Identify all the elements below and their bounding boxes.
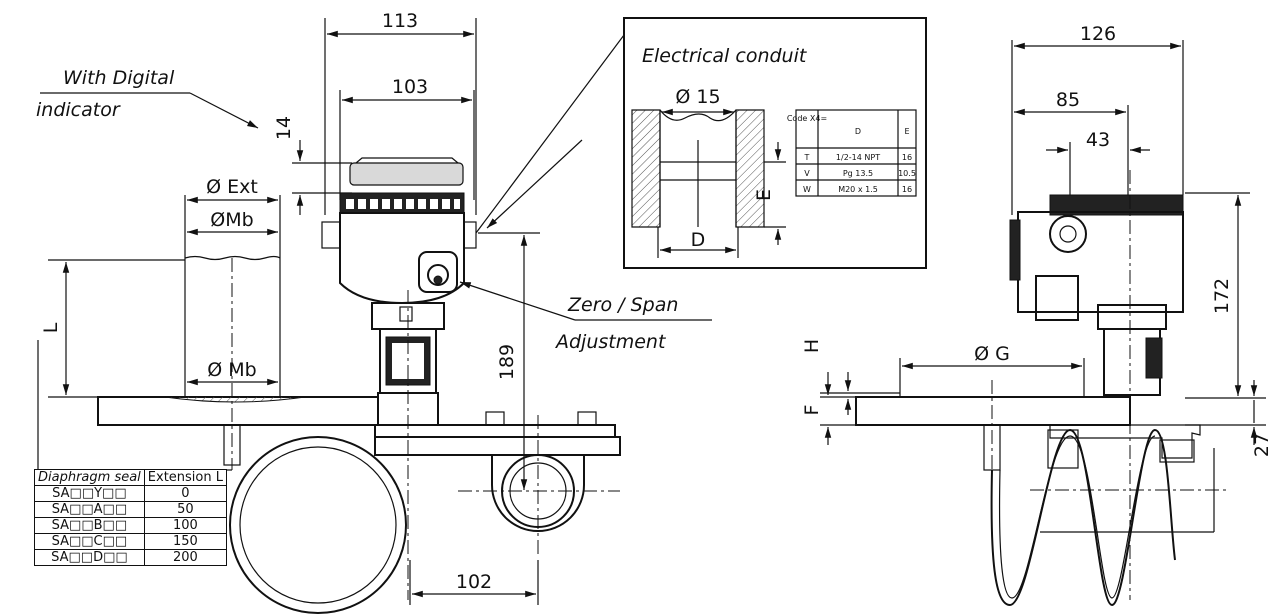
dim-43: 43 bbox=[1086, 129, 1110, 151]
ext-cell-model: SA□□D□□ bbox=[34, 549, 145, 566]
conduit-cell: 1/2-14 NPT bbox=[836, 153, 880, 162]
table-row: SA□□D□□ 200 bbox=[34, 549, 228, 566]
ext-cell-length: 50 bbox=[143, 501, 228, 518]
label-electrical-conduit: Electrical conduit bbox=[642, 45, 808, 67]
conduit-cell: V bbox=[804, 169, 810, 178]
dim-113: 113 bbox=[382, 10, 418, 32]
dim-mb-top: ØMb bbox=[210, 209, 253, 231]
dim-172: 172 bbox=[1211, 278, 1233, 314]
table-row: SA□□A□□ 50 bbox=[34, 501, 228, 518]
dim-L: L bbox=[40, 322, 62, 333]
ext-cell-length: 150 bbox=[143, 533, 228, 550]
conduit-cell: W bbox=[803, 185, 811, 194]
side-view: 126 85 43 172 27 bbox=[801, 23, 1273, 607]
label-indicator: indicator bbox=[36, 99, 121, 121]
table-row: SA□□Y□□ 0 bbox=[34, 485, 228, 502]
dim-85: 85 bbox=[1056, 89, 1080, 111]
conduit-th-code: Code X4= bbox=[787, 114, 827, 123]
conduit-detail: Electrical conduit Ø 15 D E C bbox=[623, 17, 927, 269]
dim-phi15: Ø 15 bbox=[675, 86, 720, 108]
ext-cell-model: SA□□Y□□ bbox=[34, 485, 145, 502]
front-view: 113 103 14 bbox=[37, 10, 712, 614]
label-with-digital: With Digital bbox=[63, 67, 175, 89]
dim-102: 102 bbox=[456, 571, 492, 593]
conduit-cell: Pg 13.5 bbox=[843, 169, 873, 178]
ext-cell-model: SA□□A□□ bbox=[34, 501, 145, 518]
extension-table: Diaphragm seal Extension L SA□□Y□□ 0 SA□… bbox=[34, 469, 228, 566]
conduit-code-table: Code X4= D E T 1/2-14 NPT 16 V Pg 13.5 1… bbox=[787, 109, 917, 197]
table-row: SA□□B□□ 100 bbox=[34, 517, 228, 534]
ext-cell-length: 0 bbox=[143, 485, 228, 502]
conduit-th-e: E bbox=[904, 127, 909, 136]
label-zero-span: Zero / Span bbox=[567, 294, 678, 316]
label-adjustment: Adjustment bbox=[554, 331, 667, 353]
dim-F: F bbox=[801, 405, 823, 416]
dim-H: H bbox=[801, 339, 823, 353]
conduit-cell: 16 bbox=[902, 185, 912, 194]
conduit-cell: M20 x 1.5 bbox=[838, 185, 878, 194]
ext-cell-length: 100 bbox=[143, 517, 228, 534]
dim-103: 103 bbox=[392, 76, 428, 98]
conduit-cell: 10.5 bbox=[898, 169, 916, 178]
conduit-th-d: D bbox=[855, 127, 861, 136]
dim-ext: Ø Ext bbox=[206, 176, 258, 198]
dim-189: 189 bbox=[496, 344, 518, 380]
dim-126: 126 bbox=[1080, 23, 1116, 45]
dim-E: E bbox=[753, 189, 775, 201]
conduit-cell: 16 bbox=[902, 153, 912, 162]
dim-27: 27 bbox=[1251, 433, 1273, 457]
ext-cell-model: SA□□B□□ bbox=[34, 517, 145, 534]
dim-G: Ø G bbox=[974, 343, 1010, 365]
ext-cell-model: SA□□C□□ bbox=[34, 533, 145, 550]
ext-th-diaphragm: Diaphragm seal bbox=[34, 469, 145, 486]
dim-14: 14 bbox=[273, 116, 295, 140]
ext-cell-length: 200 bbox=[143, 549, 228, 566]
dim-D: D bbox=[691, 229, 706, 251]
ext-th-extension: Extension L bbox=[143, 469, 228, 486]
conduit-cell: T bbox=[804, 153, 810, 162]
table-row: SA□□C□□ 150 bbox=[34, 533, 228, 550]
dim-mb-bottom: Ø Mb bbox=[207, 359, 256, 381]
